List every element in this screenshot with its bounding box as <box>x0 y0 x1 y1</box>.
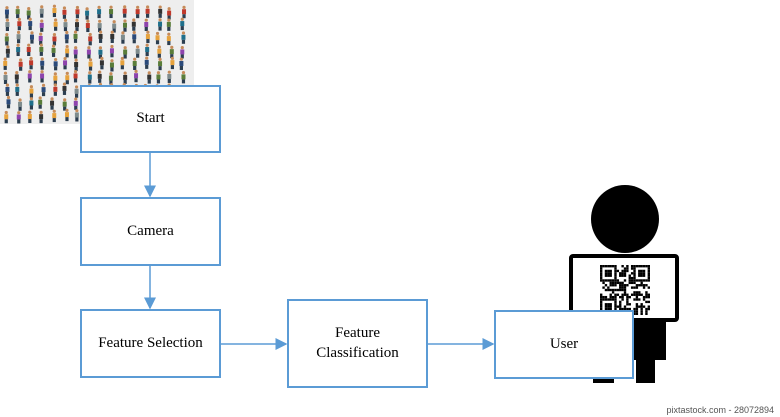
node-user-label: User <box>549 335 579 352</box>
node-feature-classification: Feature Classification <box>287 299 428 388</box>
node-feature-selection: Feature Selection <box>80 309 221 378</box>
node-feature-selection-label: Feature Selection <box>98 334 203 351</box>
node-feature-classification-label: Feature Classification <box>316 325 399 361</box>
node-start: Start <box>80 85 221 153</box>
node-camera: Camera <box>80 197 221 266</box>
node-start-label: Start <box>136 110 165 127</box>
qr-code-card-icon <box>569 254 679 322</box>
node-user: User <box>494 310 634 379</box>
watermark-text: pixtastock.com - 28072894 <box>666 405 774 415</box>
node-camera-label: Camera <box>127 222 174 239</box>
